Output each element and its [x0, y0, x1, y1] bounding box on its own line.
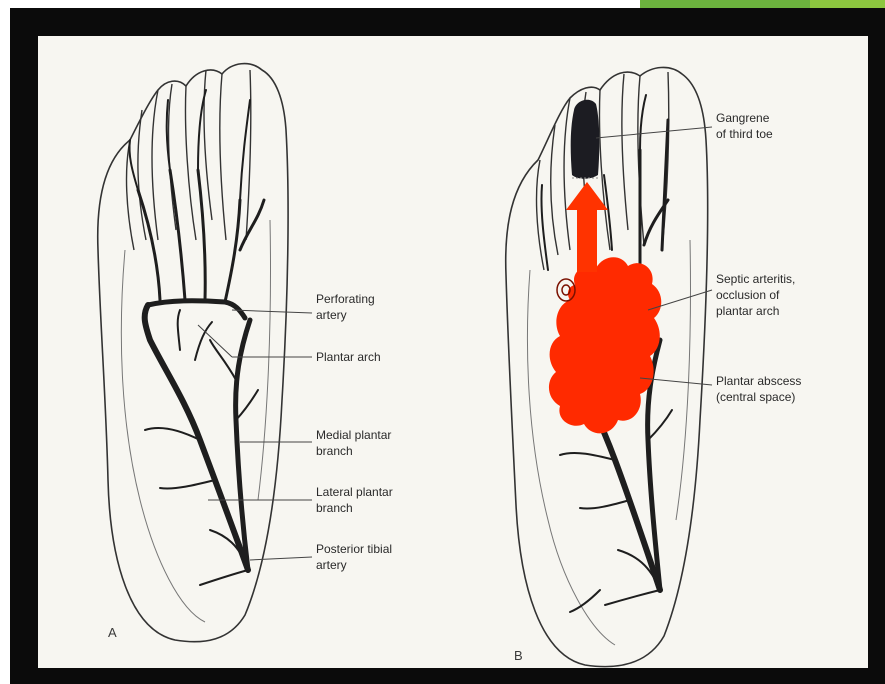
toe-a-8	[138, 110, 146, 240]
vessel-network-a	[129, 90, 264, 585]
label-gangrene-third-toe: Gangrene of third toe	[716, 111, 773, 141]
label-septic-arteritis: Septic arteritis, occlusion of plantar a…	[716, 272, 799, 318]
label-posterior-tibial-artery: Posterior tibial artery	[316, 542, 395, 572]
toe-b-6	[622, 74, 628, 230]
progression-arrow	[566, 182, 608, 272]
toe-a-5	[246, 70, 251, 240]
toe-a-2	[185, 86, 196, 240]
gangrene-third-toe	[571, 100, 600, 179]
label-plantar-arch: Plantar arch	[316, 350, 381, 364]
sole-line-b2	[676, 240, 690, 520]
panel-b: Gangrene of third toe Septic arteritis, …	[506, 67, 805, 666]
foot-outline-a	[98, 64, 288, 642]
plantar-abscess	[549, 257, 661, 433]
toe-a-3	[152, 90, 158, 240]
panel-a: Perforating artery Plantar arch Medial p…	[98, 64, 396, 642]
panel-letter-b: B	[514, 648, 523, 663]
toe-b-3	[564, 98, 570, 250]
label-perforating-artery: Perforating artery	[316, 292, 378, 322]
toe-a-1	[220, 74, 226, 240]
toe-b-8	[551, 125, 558, 255]
panel-letter-a: A	[108, 625, 117, 640]
toe-b-2	[599, 90, 610, 250]
sole-line-a2	[258, 220, 271, 500]
label-plantar-abscess: Plantar abscess (central space)	[716, 374, 805, 404]
label-lateral-plantar-branch: Lateral plantar branch	[316, 485, 396, 515]
label-medial-plantar-branch: Medial plantar branch	[316, 428, 395, 458]
